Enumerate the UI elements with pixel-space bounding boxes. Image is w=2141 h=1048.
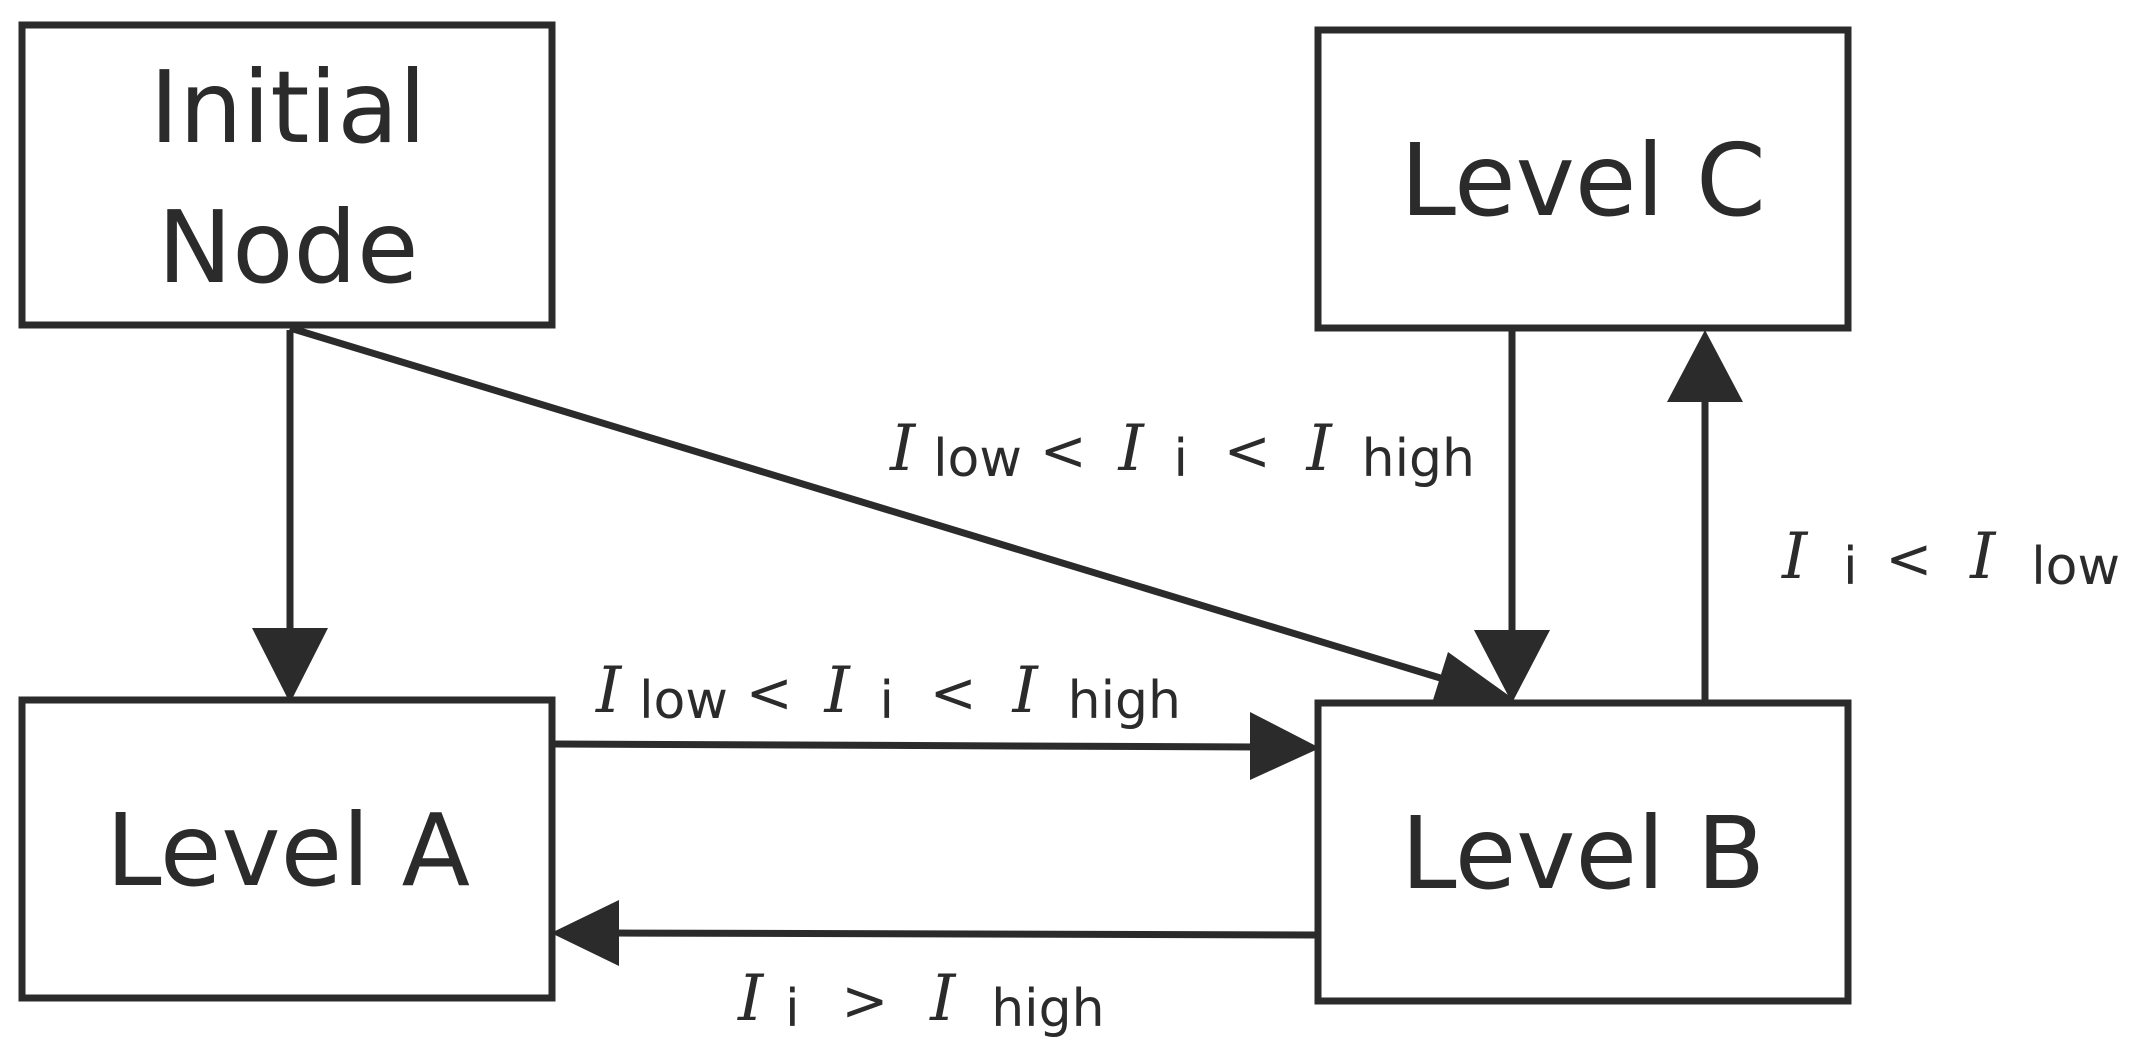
edge-label-a-to-b-sub-low: low [639, 671, 728, 731]
edge-label-b-to-a-var2: I [929, 962, 957, 1036]
edge-label-initial-to-b: I low < I i < I high [889, 412, 1475, 490]
arrowhead-level-b-top [1474, 630, 1550, 703]
edge-label-b-to-c-var1: I [1781, 520, 1809, 594]
edge-label-a-to-b-var1: I [595, 654, 623, 728]
edge-label-initial-to-b-var3: I [1306, 412, 1334, 486]
edge-label-b-to-c-lt: < [1885, 527, 1932, 592]
node-level-c-label: Level C [1400, 122, 1766, 239]
edge-label-initial-to-b-sub-low: low [933, 429, 1022, 489]
edge-label-initial-to-b-sub-i: i [1174, 429, 1188, 489]
edge-label-b-to-a-gt: > [841, 969, 888, 1034]
edge-label-initial-to-b-var2: I [1117, 412, 1145, 486]
edge-label-initial-to-b-var1: I [889, 412, 917, 486]
arrowhead-level-c-bottom [1667, 330, 1743, 402]
node-initial-label-line1: Initial [150, 49, 427, 166]
edge-level-a-to-level-b [554, 712, 1320, 780]
node-initial: Initial Node [18, 21, 556, 329]
edge-label-a-to-b-lt2: < [930, 661, 977, 726]
node-level-c: Level C [1314, 26, 1852, 332]
edge-level-b-to-level-a [551, 900, 1319, 966]
edge-label-a-to-b-sub-high: high [1068, 671, 1181, 731]
edge-initial-to-level-b [288, 324, 1515, 716]
edge-label-initial-to-b-sub-high: high [1362, 429, 1475, 489]
edge-level-b-to-level-c [1667, 330, 1743, 703]
edge-level-c-to-level-b [1474, 330, 1550, 703]
node-level-b: Level B [1314, 699, 1852, 1005]
edge-label-b-to-c-var2: I [1969, 520, 1997, 594]
arrowhead-level-a-top [252, 628, 328, 703]
edge-label-a-to-b-lt1: < [746, 661, 793, 726]
edge-label-a-to-b: I low < I i < I high [595, 654, 1181, 732]
edge-label-a-to-b-var3: I [1012, 654, 1040, 728]
node-initial-label-line2: Node [158, 189, 419, 306]
edge-label-b-to-a-sub-i: i [785, 979, 799, 1039]
arrowhead-level-b-left [1250, 712, 1320, 780]
edge-label-b-to-c-sub-low: low [2031, 537, 2120, 597]
edge-label-b-to-a-var1: I [737, 962, 765, 1036]
node-level-a-label: Level A [106, 792, 470, 909]
edge-label-b-to-a: I i > I high [737, 962, 1105, 1040]
edge-label-a-to-b-var2: I [823, 654, 851, 728]
edge-label-initial-to-b-lt2: < [1224, 419, 1271, 484]
edge-label-b-to-c-sub-i: i [1843, 537, 1857, 597]
node-level-a: Level A [18, 696, 556, 1002]
edge-label-b-to-c: I i < I low [1781, 520, 2120, 598]
edge-label-a-to-b-sub-i: i [880, 671, 894, 731]
edge-initial-to-level-a [252, 330, 328, 703]
edge-label-initial-to-b-lt1: < [1040, 419, 1087, 484]
node-level-b-label: Level B [1401, 795, 1765, 912]
arrowhead-level-a-right [551, 900, 619, 966]
edge-label-b-to-a-sub-high: high [991, 979, 1104, 1039]
